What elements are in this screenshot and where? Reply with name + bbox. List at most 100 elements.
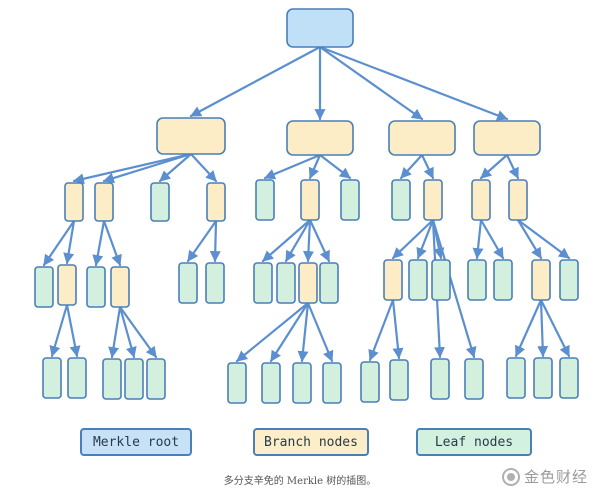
edge-arrow (479, 218, 505, 260)
edge-arrow (399, 153, 424, 180)
edge-arrow (108, 305, 122, 359)
leaf-node (559, 357, 579, 399)
branch-node (286, 120, 354, 156)
edge-arrow (72, 152, 193, 185)
leaf-node (124, 358, 144, 400)
branch-node (531, 259, 551, 301)
branch-node (156, 117, 226, 155)
leaf-node (276, 262, 296, 304)
edge-arrow (269, 301, 310, 363)
edge-arrow (318, 45, 509, 121)
edge-arrow (431, 218, 477, 359)
leaf-node (340, 179, 360, 221)
watermark: 金色财经 (501, 466, 588, 487)
legend-merkle-root-label: Merkle root (92, 434, 180, 450)
leaf-node (360, 361, 380, 403)
leaf-node (150, 182, 170, 222)
leaf-node (430, 358, 450, 400)
figure-caption: 多分支辛免的 Merkle 树的插图。 (223, 476, 377, 487)
edge-arrow (302, 218, 314, 263)
edge-arrow (189, 152, 218, 183)
branch-node (57, 264, 77, 306)
leaf-node (408, 259, 428, 301)
leaf-node (322, 362, 342, 404)
edge-arrow (420, 153, 435, 180)
branch-node (508, 179, 528, 221)
edge-arrow (42, 219, 76, 267)
leaf-node (493, 259, 513, 301)
branch-node (471, 179, 491, 221)
edge-arrow (63, 219, 76, 265)
leaf-node (464, 358, 484, 400)
leaf-node (559, 259, 579, 301)
branch-node (64, 182, 84, 222)
leaf-node (227, 362, 247, 404)
leaf-node (205, 262, 225, 304)
leaf-node (389, 359, 409, 401)
legend-branch-nodes: Branch nodes (253, 428, 369, 456)
edge-arrow (479, 153, 509, 180)
edge-arrow (297, 301, 310, 363)
leaf-node (533, 357, 553, 399)
leaf-node (467, 259, 487, 301)
root-node (286, 8, 354, 48)
leaf-node (67, 357, 87, 399)
edge-arrow (102, 152, 193, 184)
edge-arrow (118, 305, 137, 359)
edge-arrow (391, 298, 404, 360)
edge-arrow (186, 219, 218, 263)
leaf-node (34, 266, 54, 308)
leaf-node (255, 179, 275, 221)
edge-arrow (49, 303, 69, 358)
leaf-node (146, 358, 166, 400)
edge-arrow (514, 298, 543, 358)
branch-node (94, 182, 114, 222)
edge-arrow (261, 218, 312, 263)
edge-arrow (391, 218, 435, 260)
edge-arrow (472, 218, 484, 260)
edge-arrow (102, 219, 122, 267)
leaf-node (102, 358, 122, 400)
branch-node (206, 182, 226, 222)
branch-node (383, 259, 403, 301)
leaf-node (292, 362, 312, 404)
branch-node (110, 266, 130, 308)
leaf-node (178, 262, 198, 304)
leaf-node (86, 266, 106, 308)
edge-arrow (308, 153, 322, 180)
leaf-node (253, 262, 273, 304)
edge-arrow (516, 218, 543, 260)
edge-arrow (539, 298, 571, 358)
branch-node (300, 179, 320, 221)
leaf-node (261, 362, 281, 404)
legend-leaf-nodes: Leaf nodes (416, 428, 532, 456)
edge-arrow (284, 218, 312, 263)
branch-node (473, 120, 541, 156)
edge-arrow (505, 153, 520, 180)
jinse-logo-icon (501, 467, 520, 486)
edge-arrow (92, 219, 106, 267)
edge-arrow (306, 301, 334, 363)
leaf-node (431, 259, 451, 301)
edge-arrow (189, 45, 322, 118)
edge-arrow (516, 218, 571, 260)
edge-arrow (368, 298, 395, 362)
edge-arrow (308, 218, 331, 263)
tree-edges (42, 45, 571, 363)
edge-arrow (416, 218, 435, 260)
branch-node (298, 262, 318, 304)
branch-node (388, 120, 456, 156)
edge-arrow (158, 152, 193, 183)
watermark-text: 金色财经 (523, 468, 588, 486)
tree-nodes (34, 8, 579, 404)
edge-arrow (537, 298, 549, 358)
edge-arrow (209, 219, 221, 263)
legend-branch-nodes-label: Branch nodes (264, 434, 358, 450)
leaf-node (391, 179, 411, 221)
edge-arrow (263, 153, 322, 180)
leaf-node (506, 357, 526, 399)
legend-merkle-root: Merkle root (80, 428, 192, 456)
leaf-node (319, 262, 339, 304)
